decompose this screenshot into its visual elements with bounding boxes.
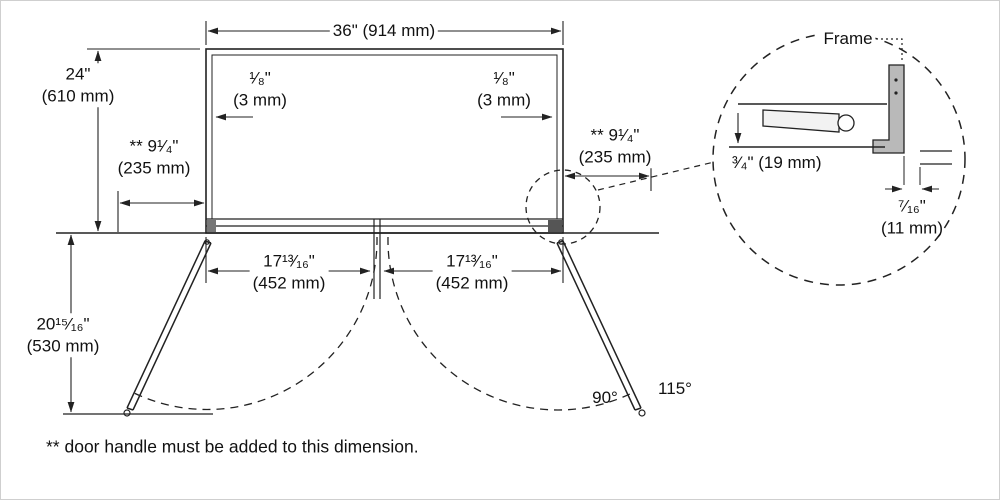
dimension-lines [67,21,652,413]
left-hinge-block [207,220,216,232]
dim-handle-right-label: ** 9¹⁄₄" (235 mm) [575,124,655,168]
dim-door-right-label: 17¹³⁄₁₆" (452 mm) [432,250,512,294]
dim-door-left-label: 17¹³⁄₁₆" (452 mm) [249,250,329,294]
left-door-open [123,239,212,417]
right-hinge-block [548,220,562,232]
left-swing-arc [133,236,378,411]
dim-handle-left-label: ** 9¹⁄₄" (235 mm) [114,135,194,179]
right-swing-arc [387,236,633,411]
dim-frame-depth-label: ³⁄₄" (19 mm) [732,153,822,173]
callout-leader-line [597,161,715,191]
frame-leader-line [881,38,903,63]
dim-overall-width-text: 36" (914 mm) [332,21,436,41]
callout-source-circle [525,169,601,245]
detail-callout-reference [525,161,715,245]
angle-90-label: 90° [592,388,618,408]
dim-overall-width-label: 36" (914 mm) [329,20,439,42]
door-section [762,109,840,133]
dim-gap-left-label: ¹⁄₈" (3 mm) [230,67,290,111]
hinge-pin [837,114,855,132]
frame-piece [872,64,905,154]
handle-footnote: ** door handle must be added to this dim… [46,436,419,457]
dim-gap-right-label: ¹⁄₈" (3 mm) [474,67,534,111]
dim-depth-label: 24" (610 mm) [38,63,118,107]
dim-swing-depth-label: 20¹⁵⁄₁₆" (530 mm) [23,313,103,357]
door-swing-arcs [133,236,633,411]
frame-detail-section [729,38,952,193]
angle-115-label: 115° [658,379,692,399]
frame-label: Frame [820,28,876,50]
dim-frame-gap-label: ⁷⁄₁₆" (11 mm) [880,196,944,237]
